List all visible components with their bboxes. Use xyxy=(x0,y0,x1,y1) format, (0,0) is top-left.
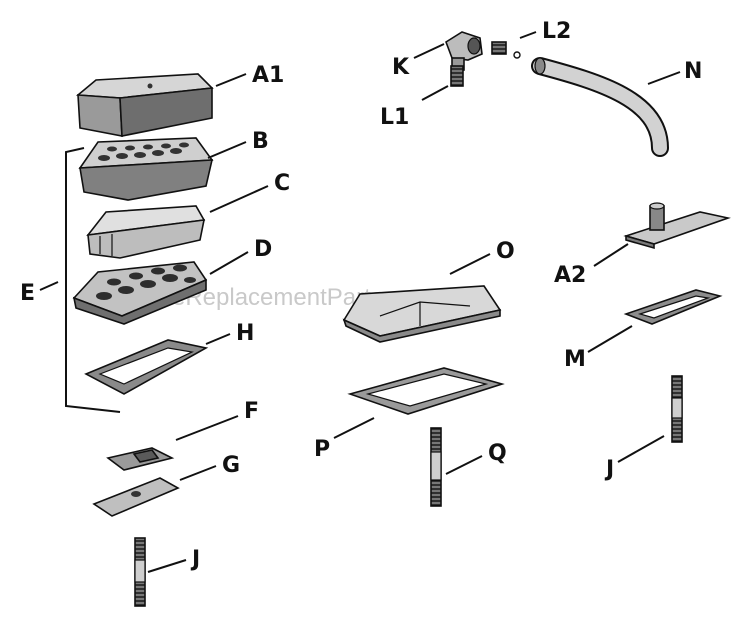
bracket-e xyxy=(65,147,121,413)
part-l1-nipple xyxy=(450,65,464,87)
part-p-frame-gasket xyxy=(347,367,505,415)
label-g: G xyxy=(222,453,240,478)
label-j-left: J xyxy=(190,547,200,572)
part-labels: A1 B C D E H F G J K L1 L2 N O P Q A2 M … xyxy=(20,19,702,572)
label-e: E xyxy=(20,281,35,306)
part-m-gasket xyxy=(623,289,723,325)
part-d-perforated-plate xyxy=(72,261,208,325)
label-n: N xyxy=(684,59,702,84)
part-k-elbow xyxy=(445,31,483,71)
part-o-plate xyxy=(342,285,502,343)
label-d: D xyxy=(254,237,272,262)
label-c: C xyxy=(274,171,290,196)
part-h-gasket-frame xyxy=(84,339,209,395)
part-a1-cover xyxy=(75,73,214,137)
part-n-hose xyxy=(531,57,669,157)
part-q-stud xyxy=(430,427,442,507)
label-q: Q xyxy=(488,441,507,466)
label-m: M xyxy=(564,347,586,372)
part-c-insert xyxy=(86,205,206,259)
leader-lines xyxy=(39,31,681,573)
label-l2: L2 xyxy=(542,19,571,44)
label-b: B xyxy=(252,129,269,154)
label-o: O xyxy=(496,239,515,264)
label-l1: L1 xyxy=(380,105,409,130)
part-g-flat-plate xyxy=(92,477,180,517)
part-a2-base-plate xyxy=(623,202,731,250)
label-k: K xyxy=(392,55,410,80)
label-f: F xyxy=(244,399,259,424)
part-j-left-stud xyxy=(134,537,146,607)
part-f-clip xyxy=(106,447,175,471)
part-l2-fitting xyxy=(491,41,521,59)
label-a2: A2 xyxy=(554,263,586,288)
label-h: H xyxy=(236,321,254,346)
part-b-perforated-block xyxy=(78,137,214,201)
label-p: P xyxy=(314,437,330,462)
label-j-right: J xyxy=(604,457,614,482)
label-a1: A1 xyxy=(252,63,284,88)
part-j-right-stud xyxy=(671,375,683,443)
